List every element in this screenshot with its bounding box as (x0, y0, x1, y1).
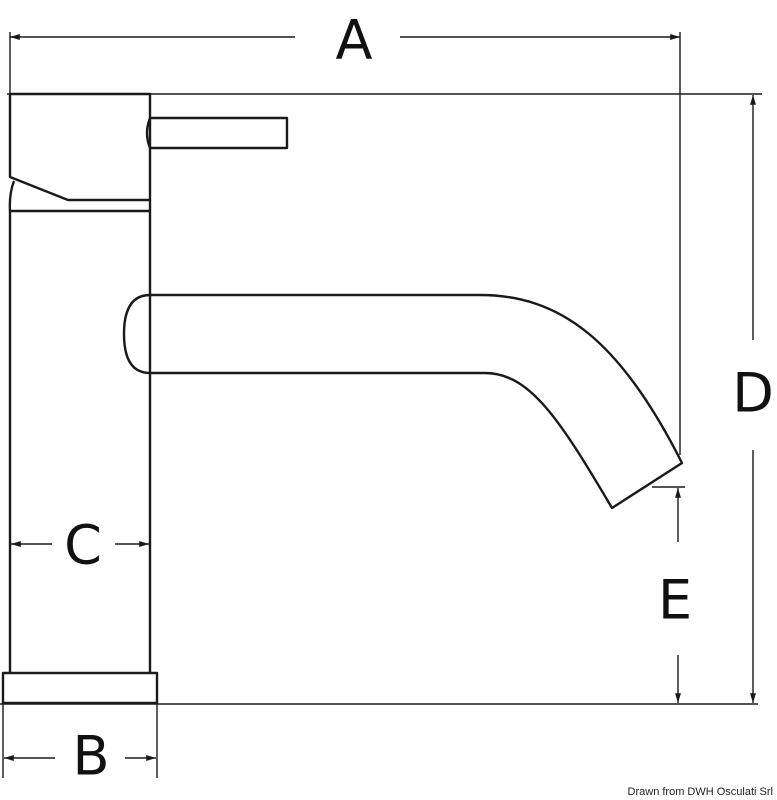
handle-lever (145, 116, 289, 150)
faucet-outline (1, 92, 684, 705)
label-a: A (336, 9, 373, 72)
dimension-b: B (2, 703, 158, 788)
credit-text: Drawn from DWH Osculati Srl (627, 786, 773, 798)
dimension-a: A (9, 9, 681, 455)
spout (122, 293, 684, 510)
label-c: C (64, 514, 102, 577)
body-column (8, 200, 152, 673)
body-collar (8, 180, 150, 213)
label-d: D (732, 362, 774, 425)
dimension-e: E (652, 486, 692, 703)
dimension-c: C (10, 514, 149, 577)
dimension-d: D (732, 95, 774, 703)
base-plate (1, 671, 159, 705)
label-b: B (72, 725, 109, 788)
handle-body (8, 92, 152, 202)
label-e: E (658, 569, 692, 632)
